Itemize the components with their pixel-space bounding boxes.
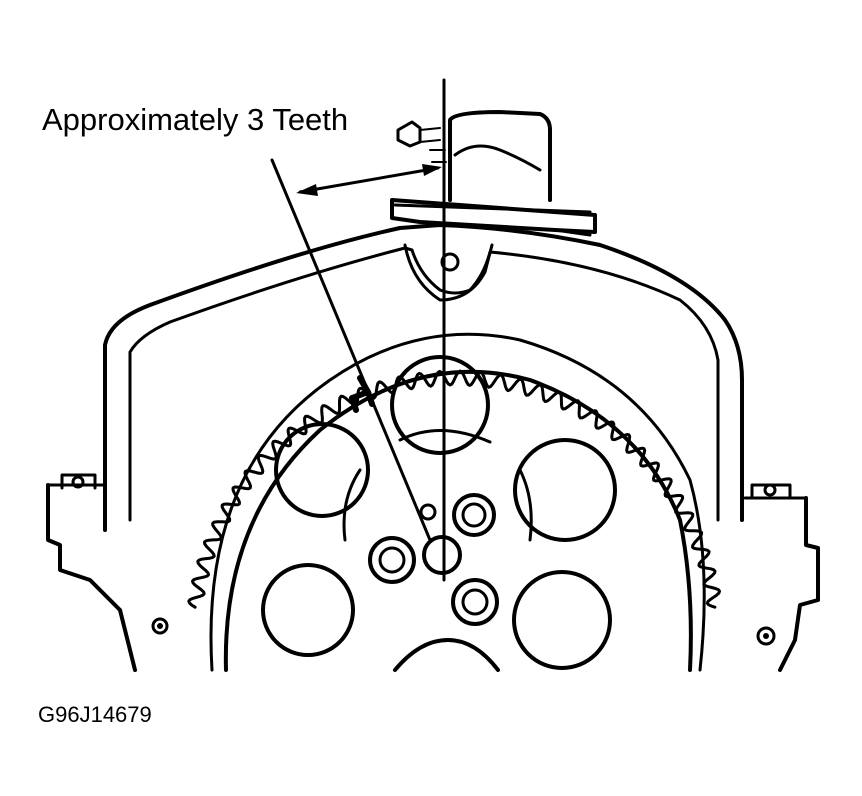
reference-lines — [270, 78, 446, 582]
measurement-arrow — [296, 164, 442, 196]
timing-cover — [103, 223, 744, 532]
engine-block — [46, 473, 820, 672]
camshaft-sprocket — [223, 355, 693, 672]
timing-belt — [187, 332, 721, 672]
distributor-cap — [390, 110, 597, 237]
figure-id: G96J14679 — [38, 702, 152, 727]
callout-label: Approximately 3 Teeth — [42, 102, 349, 137]
